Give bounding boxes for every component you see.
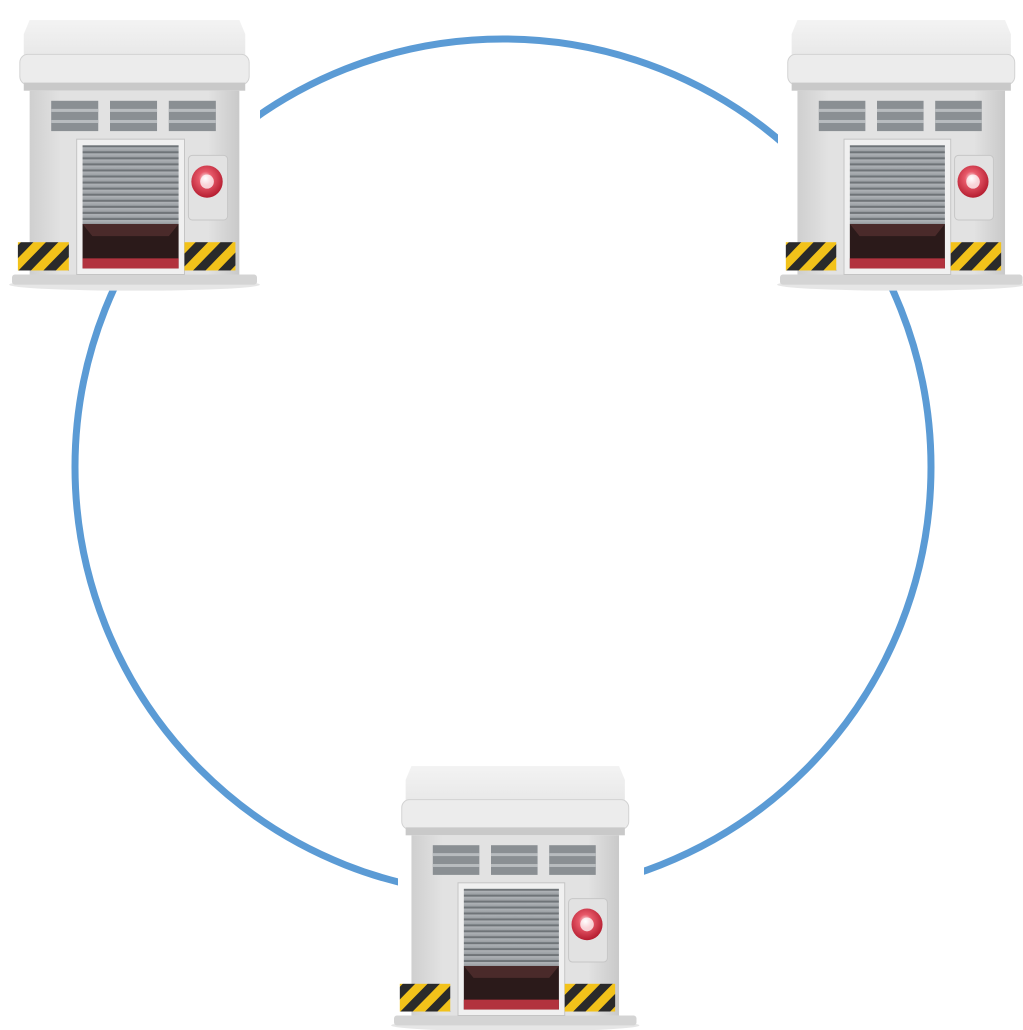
warehouse-icon	[391, 766, 639, 1030]
warehouse-icon	[9, 20, 260, 291]
warehouse-icon	[777, 20, 1023, 291]
